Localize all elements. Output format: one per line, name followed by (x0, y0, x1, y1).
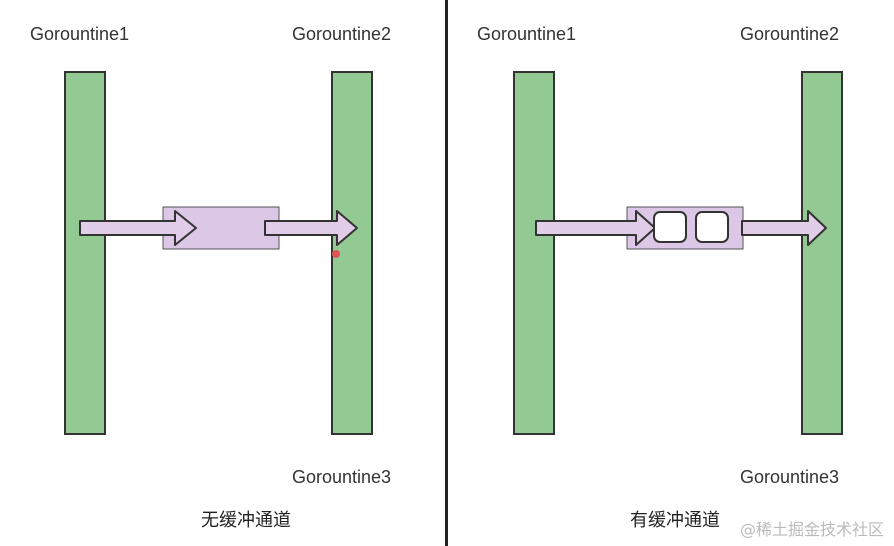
pointer-dot (332, 250, 340, 258)
goroutine1-label: Gorountine1 (477, 24, 577, 44)
panel-divider (445, 0, 448, 546)
goroutine3-label: Gorountine3 (292, 467, 392, 487)
buffered-channel-panel: Gorountine1 Gorountine2 Gorountine3 有缓冲通… (448, 0, 894, 546)
buffered-channel-diagram (513, 71, 843, 435)
unbuffered-caption: 无缓冲通道 (201, 510, 291, 530)
receive-arrow (264, 210, 358, 246)
send-arrow (535, 210, 656, 246)
buffer-slot-2 (695, 211, 729, 243)
goroutine1-label: Gorountine1 (30, 24, 130, 44)
unbuffered-channel-panel: Gorountine1 Gorountine2 Gorountine3 无缓冲通… (0, 0, 446, 546)
goroutine3-label: Gorountine3 (740, 467, 840, 487)
goroutine1-bar (64, 71, 106, 435)
send-arrow (79, 210, 197, 246)
goroutine1-bar (513, 71, 555, 435)
watermark: @稀土掘金技术社区 (739, 520, 884, 539)
buffer-slot-1 (653, 211, 687, 243)
receive-arrow (741, 210, 827, 246)
goroutine2-label: Gorountine2 (292, 24, 392, 44)
goroutine2-label: Gorountine2 (740, 24, 840, 44)
unbuffered-channel-diagram (64, 71, 373, 435)
buffered-caption: 有缓冲通道 (630, 510, 720, 530)
goroutine2-bar (801, 71, 843, 435)
